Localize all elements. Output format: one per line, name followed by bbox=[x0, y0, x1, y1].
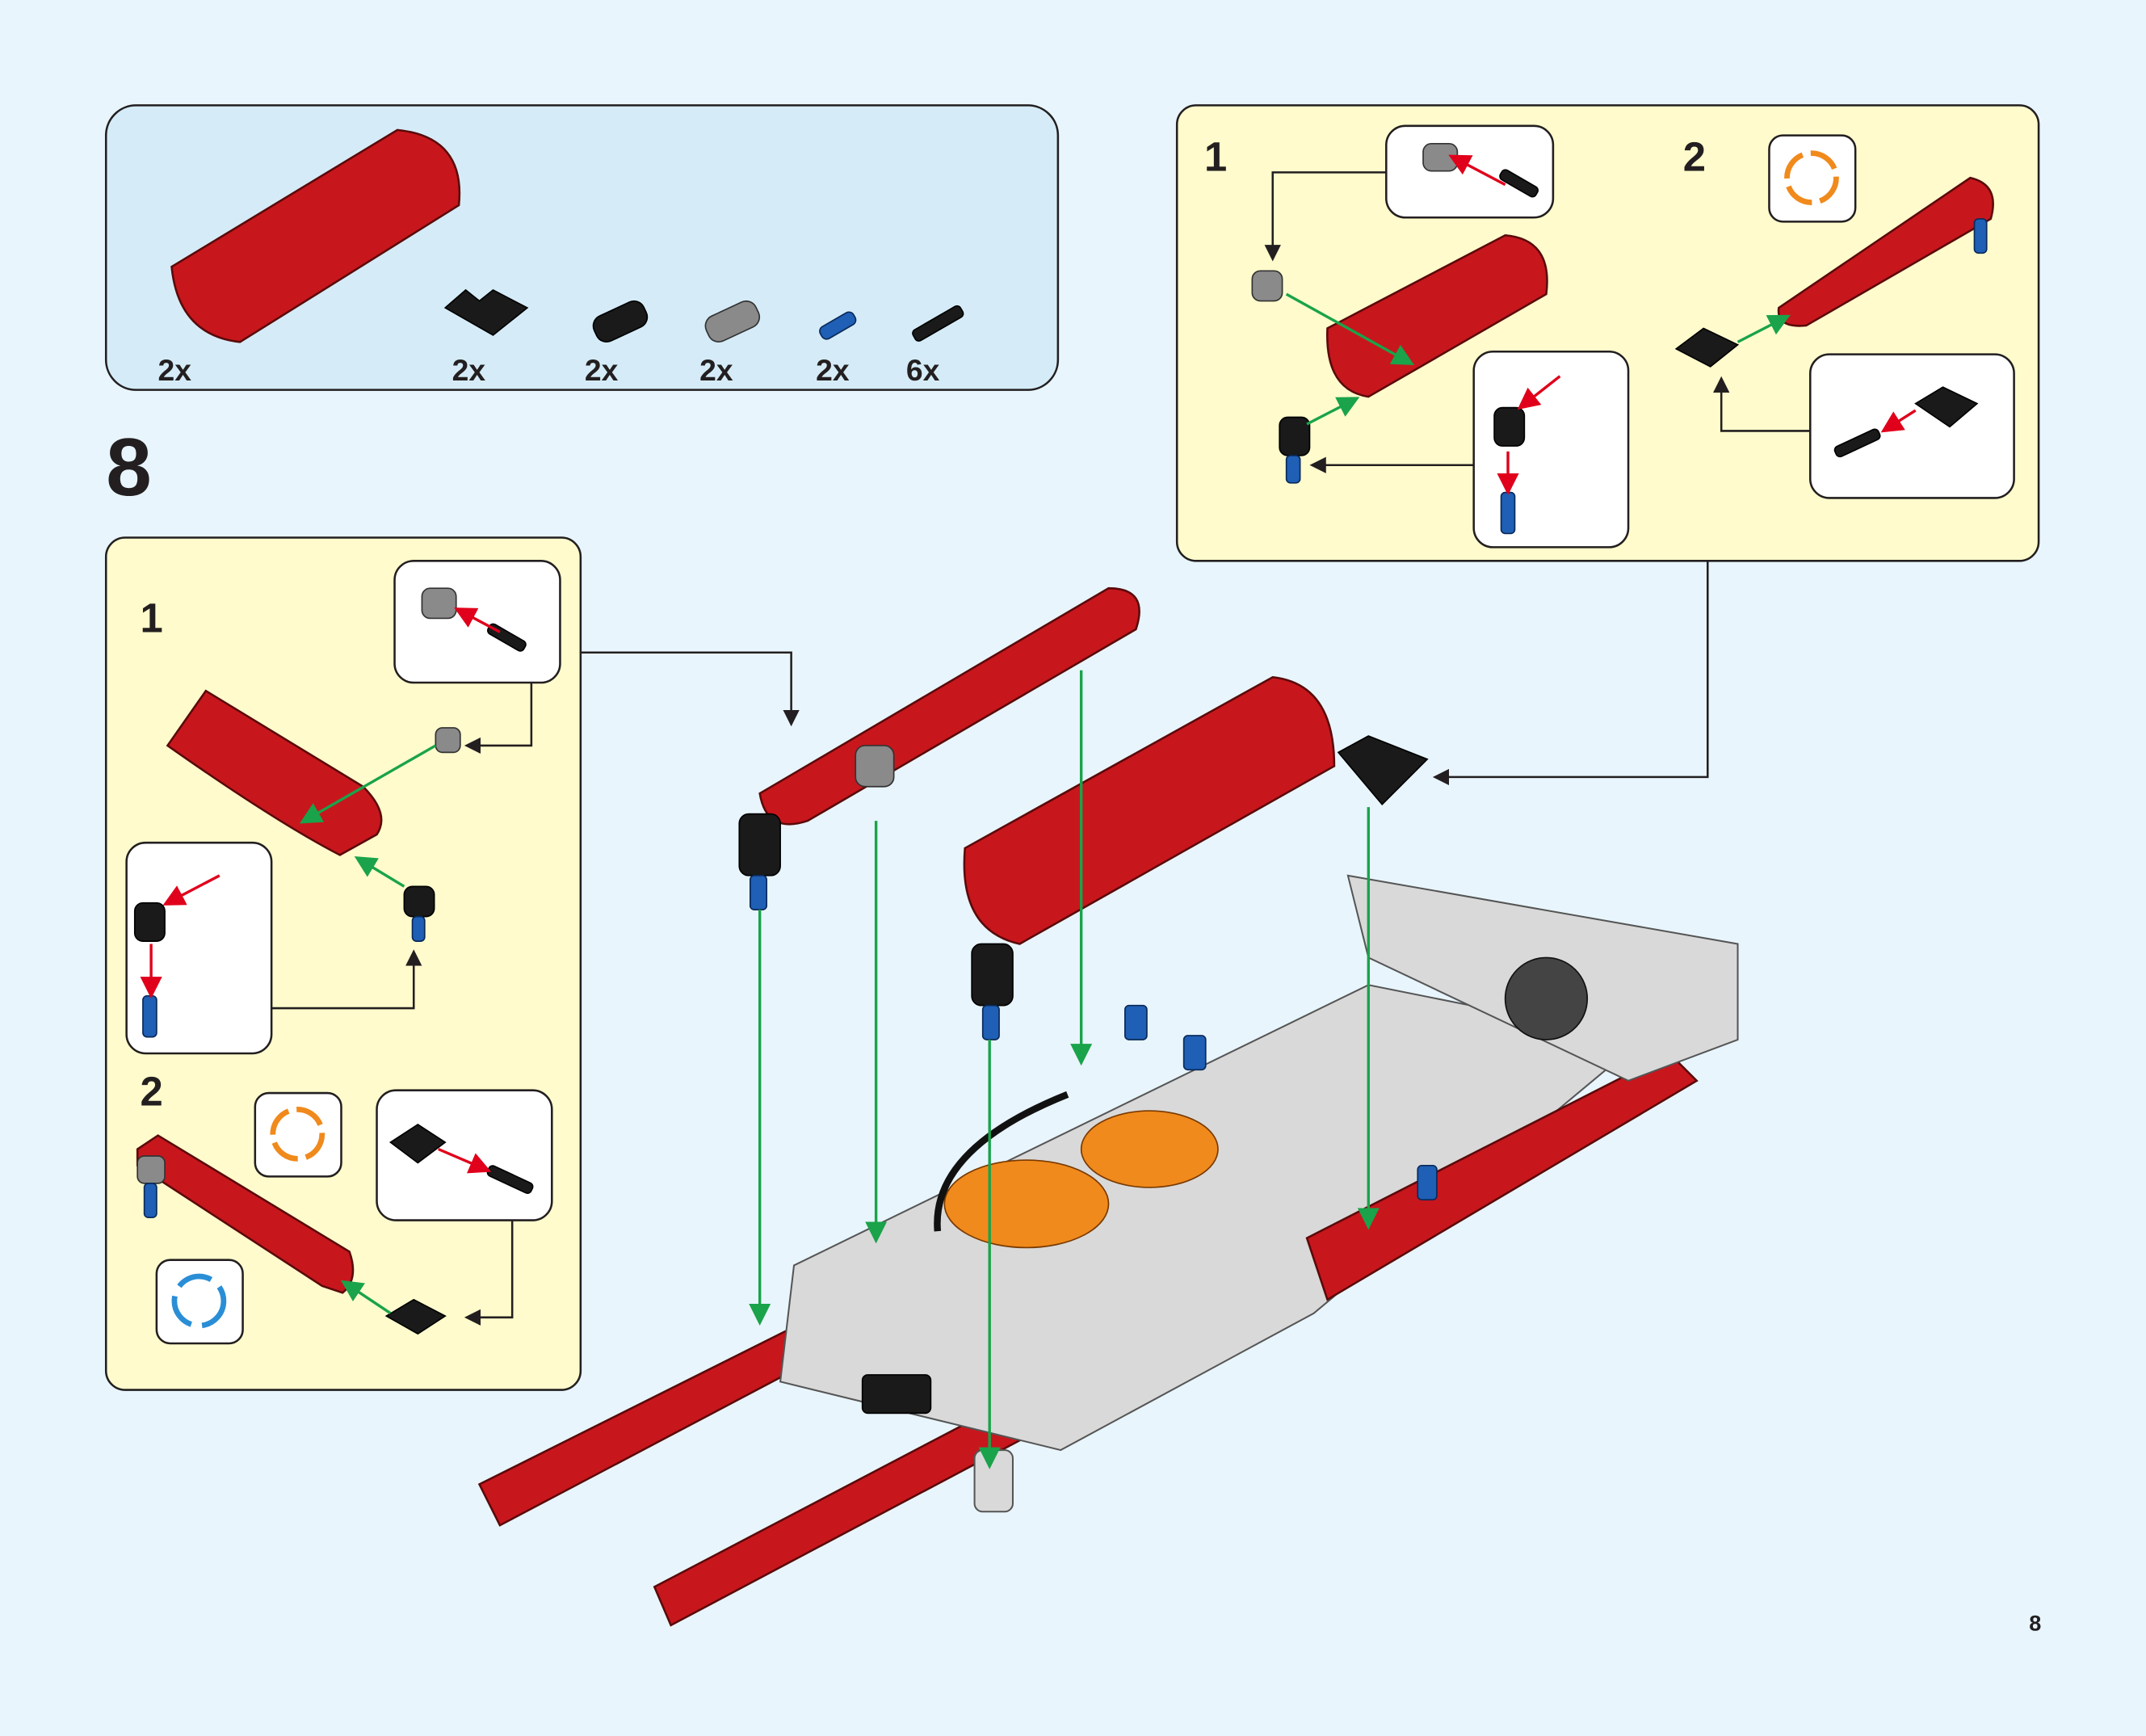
rotate-blue-icon bbox=[171, 1273, 227, 1329]
qty-black-block: 2x bbox=[452, 353, 486, 387]
black-pin bbox=[912, 305, 964, 342]
qty-gray-angle: 2x bbox=[699, 353, 733, 387]
main-model-illustration bbox=[477, 586, 1739, 1627]
rotate-icon-box bbox=[1768, 134, 1857, 223]
qty-black-angle: 2x bbox=[585, 353, 619, 387]
rotate-orange-icon bbox=[270, 1107, 325, 1162]
left-substep-box: 1 2 bbox=[104, 536, 800, 1391]
right-substep-1-number: 1 bbox=[1204, 134, 1227, 180]
parts-list: 2x 2x 2x 2x 2x 6x bbox=[104, 104, 1060, 391]
red-curved-panel bbox=[170, 128, 461, 343]
rotate-icon bbox=[1784, 150, 1839, 206]
right-substep-2-number: 2 bbox=[1683, 134, 1706, 180]
qty-black-pin: 6x bbox=[906, 353, 940, 387]
right-substep-box: 1 2 bbox=[1175, 104, 2040, 786]
black-connector-block bbox=[443, 288, 529, 336]
qty-blue-pin: 2x bbox=[816, 353, 850, 387]
qty-red-panel: 2x bbox=[158, 353, 192, 387]
blue-pin bbox=[819, 311, 857, 340]
left-substep-2-number: 2 bbox=[141, 1068, 163, 1114]
page-number: 8 bbox=[2029, 1611, 2041, 1636]
callout-box bbox=[1385, 124, 1555, 219]
gray-angle-connector bbox=[704, 300, 761, 343]
black-angle-connector bbox=[592, 300, 649, 343]
step-number: 8 bbox=[106, 421, 152, 513]
left-substep-1-number: 1 bbox=[141, 595, 163, 641]
